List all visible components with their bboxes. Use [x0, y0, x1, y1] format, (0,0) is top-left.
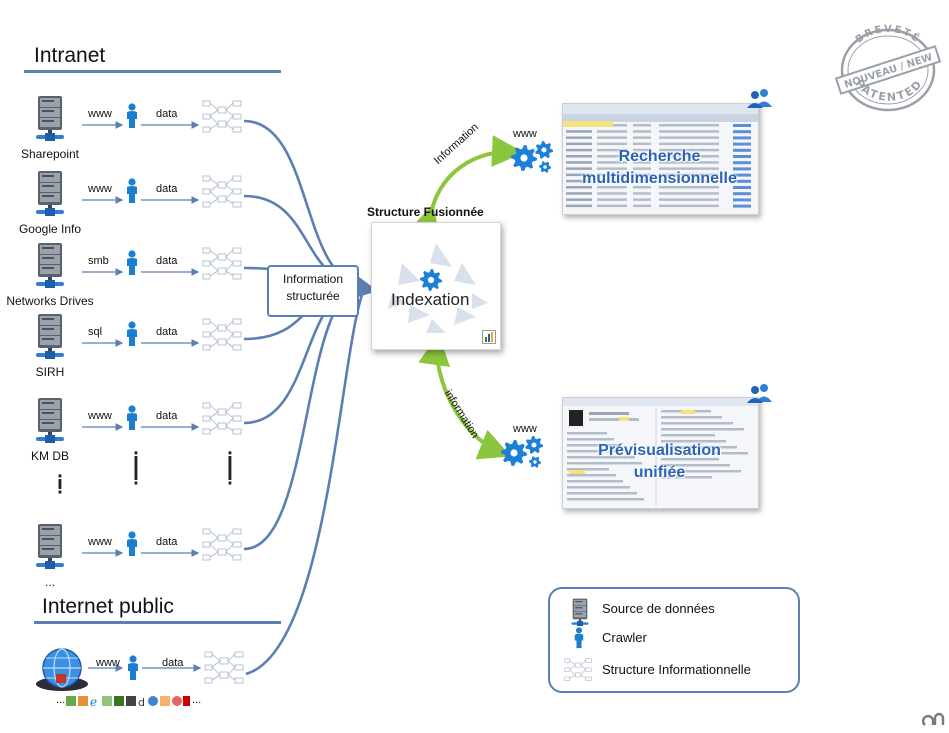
users-icon-1: [746, 88, 774, 113]
flow-label: data: [156, 326, 178, 338]
preview-screenshot: [562, 397, 759, 509]
protocol-label: sql: [88, 326, 103, 338]
output1-protocol-label: www: [513, 128, 537, 140]
info-box-line1: Information: [282, 272, 344, 286]
structure-icon: [202, 246, 242, 287]
structure-icon: [202, 527, 242, 568]
legend-structure-label: Structure Informationnelle: [602, 662, 751, 677]
stamp-bottom-text: PATENTED: [853, 77, 924, 104]
stamp-top-text: BREVETÉ: [854, 24, 922, 46]
info-box-line2: structurée: [286, 289, 340, 303]
source-curve: [243, 283, 366, 551]
more-sources-dots: ⋮⋮: [52, 473, 68, 497]
indexation-label: Indexation: [391, 290, 470, 309]
indexation-panel: Indexation: [371, 222, 501, 350]
flow-label: data: [156, 183, 178, 195]
source-label: SIRH: [35, 365, 65, 379]
output2-protocol-label: www: [513, 423, 537, 435]
fusion-title: Structure Fusionnée: [367, 205, 484, 219]
flow-label: data: [156, 108, 178, 120]
crawler-icon: [125, 405, 139, 436]
protocol-label: smb: [88, 255, 109, 267]
server-icon: [35, 523, 65, 574]
output1-title-line2: multidimensionnelle: [582, 170, 737, 187]
crawler-icon: [125, 250, 139, 281]
structure-icon: [202, 99, 242, 140]
internet-ellipsis-left: ...: [56, 694, 66, 706]
internet-flow-label: data: [162, 657, 184, 669]
protocol-label: www: [88, 108, 112, 120]
internet-rule: [34, 621, 281, 624]
protocol-label: www: [88, 536, 112, 548]
structure-icon: [202, 317, 242, 358]
search-results-screenshot: [562, 103, 759, 215]
output2-title: Prévisualisation unifiée: [562, 440, 757, 484]
crawler-icon: [125, 103, 139, 134]
legend-source-label: Source de données: [602, 601, 715, 616]
crawler-icon: [125, 531, 139, 562]
source-label: Google Info: [18, 222, 82, 236]
intranet-rule: [24, 70, 281, 73]
svg-text:e: e: [90, 695, 97, 707]
server-icon: [35, 397, 65, 448]
internet-title: Internet public: [42, 595, 174, 618]
output2-title-line2: unifiée: [633, 464, 686, 481]
legend-structure-icon: [564, 657, 592, 688]
users-icon-2: [746, 383, 774, 408]
output2-title-line1: Prévisualisation: [598, 442, 721, 459]
legend-server-icon: [570, 598, 590, 631]
crawler-icon: [125, 321, 139, 352]
intranet-title: Intranet: [34, 44, 106, 67]
more-crawlers-dots: ⋮⋮⋮⋮: [128, 450, 144, 488]
legend-crawler-label: Crawler: [602, 630, 647, 645]
information-structuree-box: Information structurée: [267, 265, 359, 317]
flow-label: data: [156, 410, 178, 422]
server-icon: [35, 170, 65, 221]
web-service-icons: e d: [66, 695, 190, 707]
svg-text:PATENTED: PATENTED: [853, 77, 926, 104]
indexation-graphic: [388, 243, 488, 333]
protocol-label: www: [88, 410, 112, 422]
office-app-icon: [482, 330, 496, 344]
brand-logo-icon: [922, 712, 945, 726]
internet-crawler-icon: [126, 655, 140, 686]
flow-label: data: [156, 255, 178, 267]
legend-crawler-icon: [573, 627, 585, 654]
source-curve: [243, 119, 366, 287]
output1-back-arrow: [409, 203, 440, 239]
output1-title-line1: Recherche: [618, 148, 701, 165]
crawler-icon: [125, 178, 139, 209]
patent-stamp: BREVETÉ NOUVEAU / NEW PATENTED: [834, 24, 942, 112]
source-label: Networks Drives: [6, 294, 94, 308]
server-icon: [35, 242, 65, 293]
structure-icon: [202, 401, 242, 442]
flow-label: data: [156, 536, 178, 548]
internet-curve: [245, 286, 367, 676]
globe-icon: [36, 648, 88, 691]
output2-gears-icon: [500, 433, 544, 474]
protocol-label: www: [88, 183, 112, 195]
svg-text:d: d: [138, 696, 145, 707]
internet-ellipsis-right: ...: [192, 694, 202, 706]
indexation-gear-icon: [418, 267, 444, 298]
more-structures-dots: ⋮⋮⋮⋮: [222, 450, 238, 488]
source-label: KM DB: [30, 449, 69, 463]
source-label: ...: [44, 575, 55, 589]
internet-protocol-label: www: [96, 657, 120, 669]
server-icon: [35, 95, 65, 146]
output1-gears-icon: [510, 138, 554, 179]
server-icon: [35, 313, 65, 364]
svg-text:BREVETÉ: BREVETÉ: [854, 24, 924, 46]
legend-box: Source de données Crawler Structure Info…: [548, 587, 800, 693]
source-label: Sharepoint: [20, 147, 80, 161]
output1-title: Recherche multidimensionnelle: [562, 146, 757, 190]
structure-icon: [202, 174, 242, 215]
internet-structure-icon: [204, 650, 244, 691]
